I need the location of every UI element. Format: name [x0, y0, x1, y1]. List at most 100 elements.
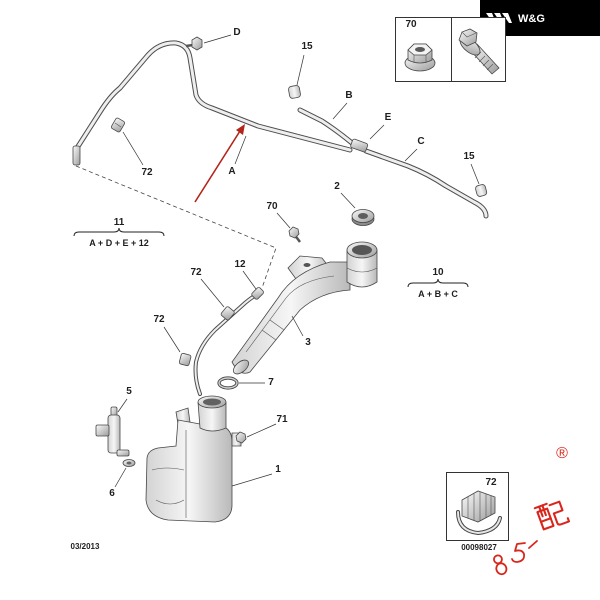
hose-a-body	[75, 41, 352, 152]
inset-clip: 72 00098027	[446, 472, 509, 552]
wings-logo-icon	[502, 13, 512, 23]
watermark-registered-mark: ®	[556, 445, 568, 462]
watermark-stroke	[548, 500, 571, 526]
kit-11-number: 11	[114, 217, 125, 228]
o-ring-7	[217, 376, 239, 390]
inset-fasteners-label: 70	[405, 19, 417, 30]
callout-clip-72-lower: 72	[153, 314, 165, 325]
leader-clip-72-hose	[122, 131, 144, 166]
kit-10-contents: A + B + C	[418, 289, 458, 299]
leader-d	[203, 34, 232, 44]
pump-tube	[193, 292, 260, 396]
bolt-d	[185, 36, 203, 51]
bolt-thread	[482, 59, 490, 67]
kit-10-number: 10	[432, 267, 444, 278]
clip-15-right	[475, 184, 488, 197]
callout-reservoir-1: 1	[275, 464, 281, 475]
callout-connector-12: 12	[234, 259, 246, 270]
leader-bolt-71	[246, 423, 277, 438]
bolt-71	[235, 431, 247, 444]
reservoir-filler-stub	[197, 401, 227, 432]
callout-clip-15-right: 15	[463, 151, 475, 162]
pump-5-body	[107, 414, 121, 454]
leader-bolt-70	[276, 212, 291, 229]
filler-cap-opening	[352, 245, 372, 255]
callout-clip-72-upper: 72	[190, 267, 202, 278]
leader-pump-5	[117, 398, 128, 413]
reservoir-contour	[151, 467, 185, 471]
inset-clip-label: 72	[485, 477, 497, 488]
clip-72-upper	[220, 306, 235, 321]
leader-clip-15-right	[470, 163, 480, 185]
callout-b: B	[345, 90, 352, 101]
leader-connector-12	[242, 270, 257, 290]
watermark-stroke	[533, 502, 548, 510]
o-ring-7-body	[218, 377, 238, 389]
pump-5	[95, 406, 130, 457]
hex-bolt	[458, 28, 500, 75]
watermark-stroke	[538, 504, 547, 518]
bolt-d-head	[191, 36, 203, 51]
callout-bolt-71: 71	[276, 414, 288, 425]
filler-cap-body	[346, 250, 378, 288]
watermark-stroke	[539, 517, 552, 523]
leader-seal-6	[114, 467, 127, 488]
kit-10-brace	[407, 278, 469, 288]
clip-15-top	[288, 85, 301, 99]
pump-5-connector	[95, 424, 110, 437]
callout-o-ring-7: 7	[268, 377, 274, 388]
clip-72-hose	[111, 117, 125, 133]
reservoir-filler-opening	[203, 398, 221, 406]
leader-a	[234, 135, 247, 165]
pump-5-outlet	[116, 449, 130, 457]
reservoir-body	[145, 419, 233, 523]
watermark-digit-eight-bottom	[495, 562, 508, 576]
watermark-dash	[528, 540, 538, 549]
callout-c: C	[417, 136, 424, 147]
connector-e	[350, 138, 369, 153]
callout-e: E	[385, 112, 392, 123]
seal-6-hole	[126, 461, 132, 465]
leader-c	[404, 148, 418, 162]
flange-nut	[404, 43, 436, 72]
bracket-hole	[303, 263, 311, 267]
hose-a-end-fitting	[72, 145, 81, 166]
clip-72-upper-body	[220, 306, 235, 321]
hose-b-body	[298, 108, 354, 145]
watermark-digit-eight	[493, 554, 508, 576]
callout-d: D	[233, 27, 240, 38]
kit-11-contents: A + D + E + 12	[89, 238, 148, 248]
leader-grommet-2	[340, 192, 356, 209]
inset-fasteners-frame	[395, 17, 506, 82]
leader-b	[332, 102, 348, 120]
bolt-70-head	[288, 226, 300, 239]
grommet-2	[351, 209, 375, 226]
connector-12	[251, 287, 264, 300]
inset-clip-body	[461, 490, 496, 523]
filler-neck-rib	[269, 319, 285, 331]
diagram-date: 03/2013	[71, 542, 100, 551]
highlight-arrow	[194, 124, 245, 203]
leader-filler-neck-3	[291, 315, 304, 337]
watermark-character	[533, 500, 571, 531]
clip-72-hose-rib	[114, 122, 122, 128]
watermark-stamp: ®	[493, 445, 571, 576]
bolt-70	[288, 226, 301, 243]
reservoir-1	[145, 395, 242, 523]
reservoir-contour	[155, 499, 185, 505]
highlight-arrow-shaft	[194, 130, 241, 203]
callout-filler-neck-3: 3	[305, 337, 311, 348]
clip-72-lower	[178, 352, 192, 367]
brand-name: W&G	[518, 13, 545, 25]
hose-c-body	[364, 149, 488, 218]
kit-11: 11 A + D + E + 12	[73, 217, 165, 248]
kit-10: 10 A + B + C	[407, 267, 469, 299]
hose-a	[72, 40, 353, 166]
leader-clip-15-top	[296, 54, 305, 86]
clip-72-lower-body	[178, 352, 192, 367]
callout-clip-15-top: 15	[301, 41, 313, 52]
highlight-arrow-head	[236, 124, 245, 135]
dashed-connector	[75, 165, 277, 289]
leader-clip-72-lower	[163, 326, 181, 353]
